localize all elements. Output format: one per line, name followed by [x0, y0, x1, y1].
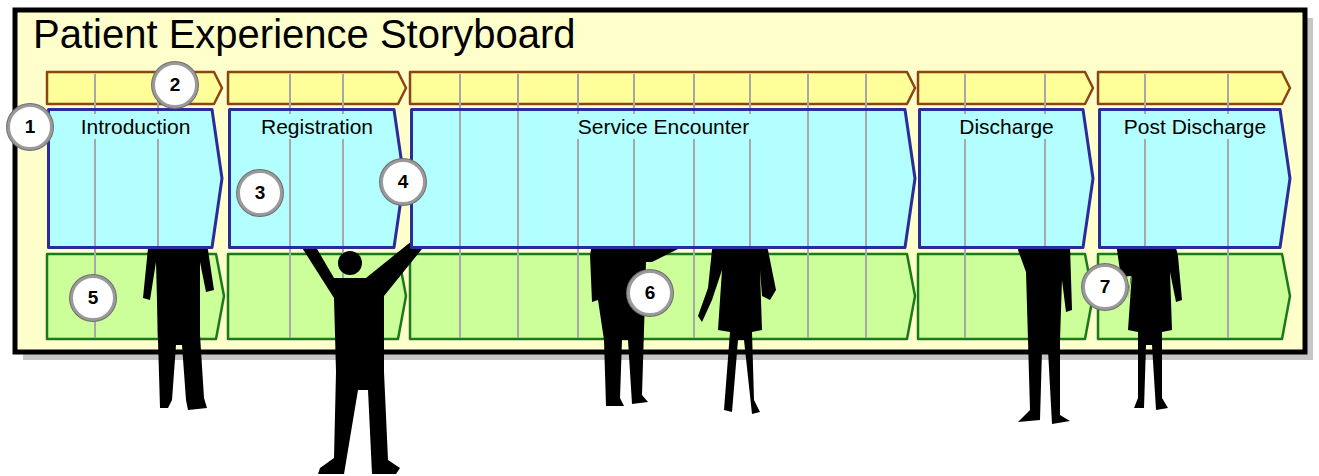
grid-line: [459, 108, 461, 249]
experience-lanes: [47, 254, 1290, 339]
grid-line: [807, 108, 809, 249]
phase-label: Post Discharge: [1120, 114, 1270, 139]
person-silhouette: [292, 226, 432, 474]
body: [590, 236, 690, 406]
callout-number-text: 5: [88, 288, 99, 308]
phase-box: Service Encounter: [410, 108, 917, 249]
phase-box-border: [412, 110, 916, 248]
phase-box-fill: [412, 110, 916, 248]
phase-arrow: [1098, 72, 1290, 104]
callout-number-text: 4: [398, 172, 409, 192]
body: [143, 232, 214, 410]
phase-box-fill: [1100, 110, 1291, 248]
grid-line: [517, 108, 519, 249]
callout-number-text: 2: [170, 75, 181, 95]
phase-arrow: [918, 72, 1093, 104]
phase-box-border: [230, 110, 405, 248]
callout-number: 4: [380, 159, 426, 205]
phase-label: Service Encounter: [574, 114, 754, 139]
grid-line: [865, 108, 867, 249]
callout-number-text: 3: [255, 183, 266, 203]
callout-number-text: 7: [1100, 277, 1111, 297]
lane-box: [410, 254, 915, 339]
callout-number-text: 1: [25, 117, 36, 137]
phase-box: Introduction: [47, 108, 224, 249]
phase-label: Discharge: [955, 114, 1058, 139]
phase-box-border: [920, 110, 1094, 248]
phase-box-border: [1100, 110, 1291, 248]
callout-number: 7: [1082, 264, 1128, 310]
callout-number: 2: [152, 62, 198, 108]
head: [338, 251, 362, 275]
callout-number: 6: [627, 270, 673, 316]
callout-number: 1: [7, 104, 53, 150]
body: [292, 226, 432, 474]
body: [698, 232, 776, 414]
phase-arrow: [410, 72, 915, 104]
grid-line: [807, 74, 809, 338]
grid-line: [517, 74, 519, 338]
grid-line: [459, 74, 461, 338]
phase-box: Post Discharge: [1098, 108, 1292, 249]
phase-label: Introduction: [77, 114, 195, 139]
grid-line: [865, 74, 867, 338]
callout-number: 3: [237, 170, 283, 216]
callout-number-text: 6: [645, 283, 656, 303]
phase-box-fill: [49, 110, 223, 248]
phase-arrow-bars: [47, 72, 1290, 104]
phase-arrow: [228, 72, 406, 104]
title: Patient Experience Storyboard: [33, 11, 576, 57]
board: [15, 10, 1305, 352]
callout-number: 5: [70, 275, 116, 321]
body: [1018, 222, 1072, 424]
phase-label: Registration: [257, 114, 377, 139]
phase-box-fill: [230, 110, 405, 248]
phase-box: Discharge: [918, 108, 1095, 249]
phase-box-border: [49, 110, 223, 248]
phase-box-fill: [920, 110, 1094, 248]
